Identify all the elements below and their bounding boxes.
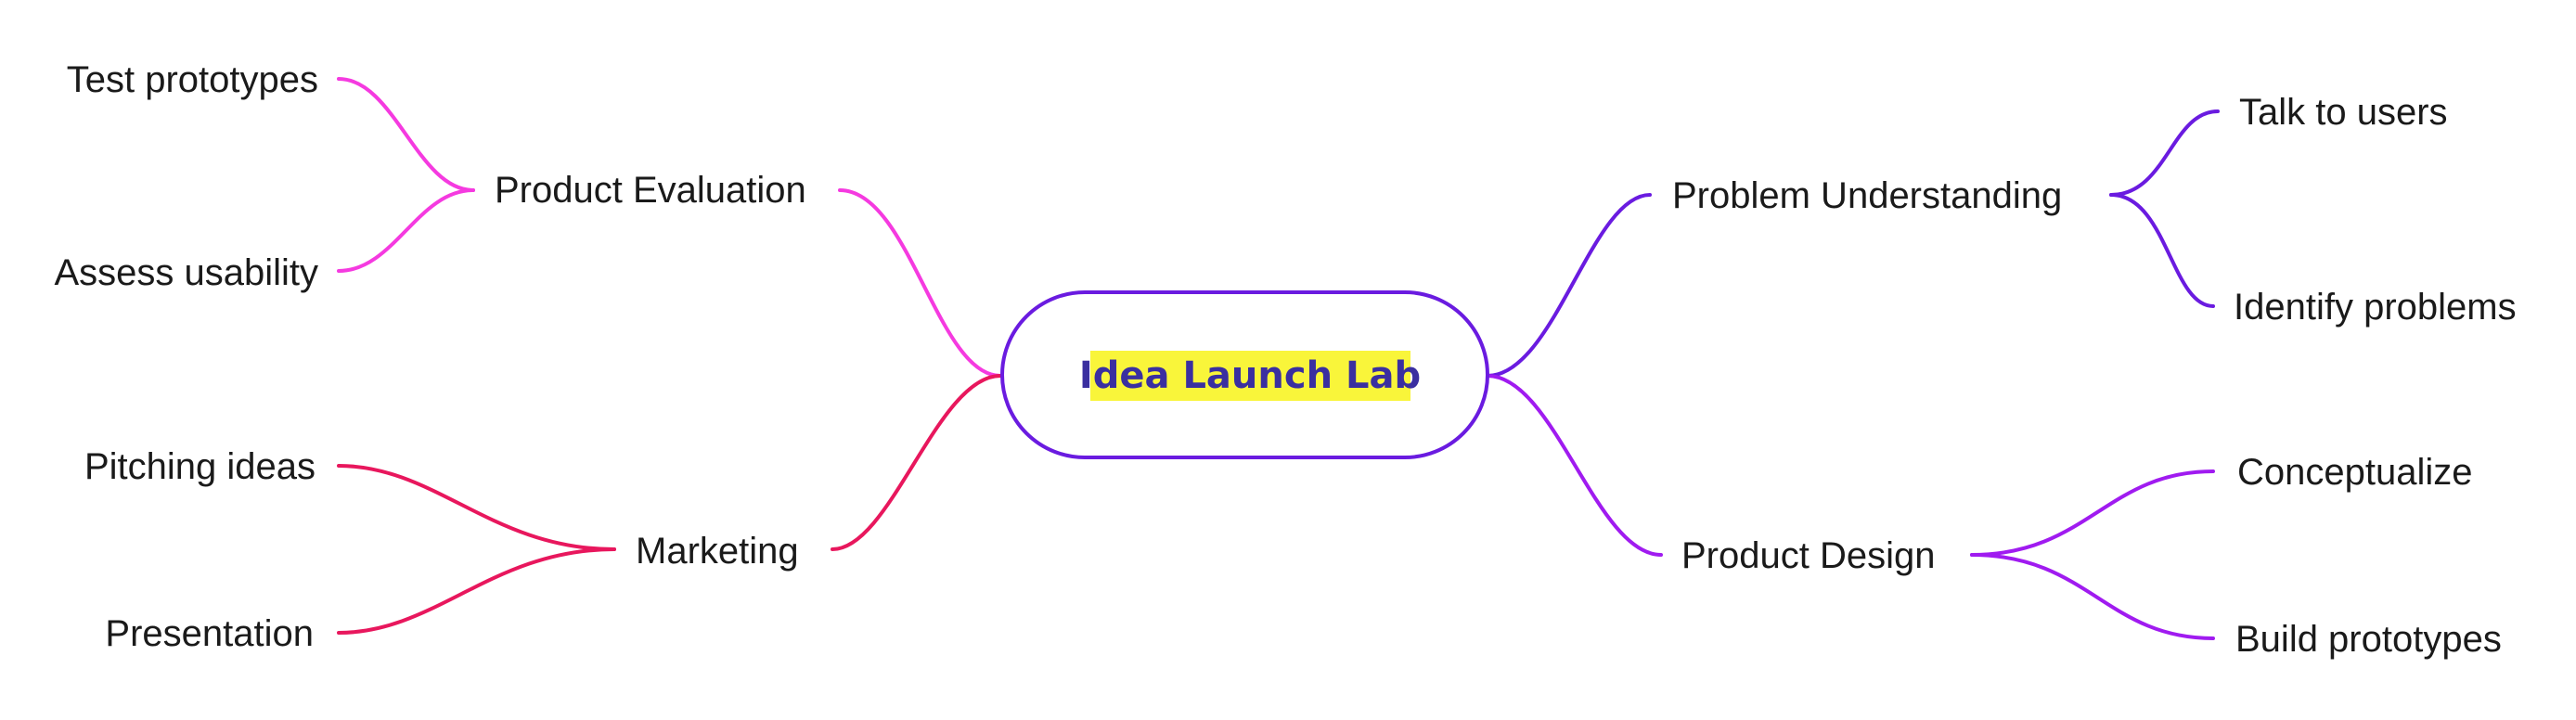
root-highlight <box>1090 351 1410 401</box>
leaf-presentation[interactable]: Presentation <box>105 613 314 654</box>
connector-build-prototypes <box>1970 553 2215 640</box>
connector-talk-to-users <box>2109 109 2220 197</box>
connector-problem-understanding <box>1486 193 1652 378</box>
leaf-talk-to-users[interactable]: Talk to users <box>2239 92 2448 133</box>
branch-product-design[interactable]: Product Design <box>1681 535 1935 576</box>
leaf-build-prototypes[interactable]: Build prototypes <box>2235 619 2502 660</box>
branch-marketing[interactable]: Marketing <box>636 531 799 572</box>
connector-conceptualize <box>1970 469 2215 557</box>
connector-presentation <box>337 547 616 635</box>
connector-product-evaluation <box>838 188 1002 378</box>
connector-product-design <box>1486 374 1663 557</box>
branch-problem-understanding[interactable]: Problem Understanding <box>1672 175 2062 216</box>
connector-assess-usability <box>337 188 475 273</box>
root-label: Idea Launch Lab <box>1079 354 1421 397</box>
leaf-test-prototypes[interactable]: Test prototypes <box>67 59 318 100</box>
connector-pitching-ideas <box>337 464 616 551</box>
leaf-identify-problems[interactable]: Identify problems <box>2234 287 2517 328</box>
leaf-assess-usability[interactable]: Assess usability <box>54 252 318 293</box>
connector-marketing <box>831 374 1002 551</box>
branch-product-evaluation[interactable]: Product Evaluation <box>495 170 806 211</box>
root-node[interactable]: Idea Launch Lab <box>1000 290 1489 459</box>
leaf-conceptualize[interactable]: Conceptualize <box>2237 452 2473 493</box>
leaf-pitching-ideas[interactable]: Pitching ideas <box>84 446 316 487</box>
connector-test-prototypes <box>337 77 475 192</box>
connector-identify-problems <box>2109 193 2215 308</box>
